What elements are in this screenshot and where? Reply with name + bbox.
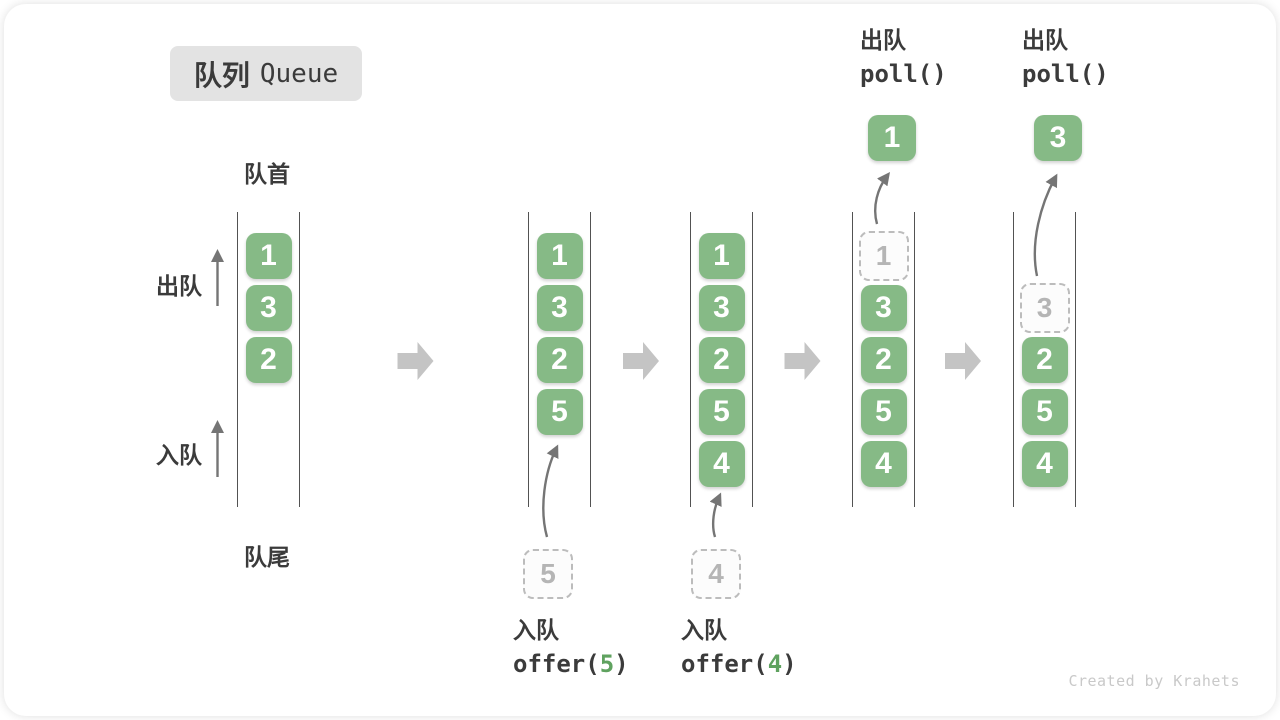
diagram-card [4,4,1276,716]
op-offer-5-label: 入队 [513,617,559,643]
queue-item: 4 [1021,441,1068,487]
op-offer-5-code: offer(5) [513,651,629,677]
watermark: Created by Krahets [1068,672,1240,690]
op-offer-4-label: 入队 [681,617,727,643]
label-queue-rear: 队尾 [244,544,290,570]
queue-item: 3 [698,285,745,331]
queue-item: 5 [860,389,907,435]
queue-item: 3 [245,285,292,331]
dequeued-item: 3 [1034,115,1082,161]
label-enqueue: 入队 [156,442,202,468]
queue-item: 5 [698,389,745,435]
op-poll-second-code: poll() [1022,60,1109,88]
queue-item: 3 [536,285,583,331]
queue-item: 4 [698,441,745,487]
queue-item: 1 [245,233,292,279]
dequeued-item: 1 [868,115,916,161]
queue-item: 3 [860,285,907,331]
queue-item-ghost: 3 [1019,283,1070,333]
diagram-title: 队列 Queue [170,46,362,101]
queue-item-ghost: 1 [858,231,909,281]
pending-item: 4 [691,549,741,599]
label-dequeue: 出队 [156,273,202,299]
title-en: Queue [259,58,339,89]
queue-item: 5 [1021,389,1068,435]
queue-item: 2 [860,337,907,383]
queue-item: 1 [536,233,583,279]
queue-channel-state-3-after-offer-4: 1 3 2 5 4 [690,212,753,507]
queue-item: 2 [245,337,292,383]
op-offer-4: 入队 offer(4) [681,618,797,677]
queue-channel-state-2-after-offer-5: 1 3 2 5 [528,212,591,507]
op-offer-5: 入队 offer(5) [513,618,629,677]
op-poll-first-code: poll() [860,60,947,88]
pending-item: 5 [523,549,573,599]
queue-channel-state-1-initial: 1 3 2 [237,212,300,507]
op-poll-first-label: 出队 [860,27,906,53]
offer-5-post: ) [614,650,629,678]
queue-item: 5 [536,389,583,435]
offer-5-pre: offer( [513,650,600,678]
offer-5-arg: 5 [599,650,615,678]
queue-item: 2 [698,337,745,383]
op-poll-second-label: 出队 [1022,27,1068,53]
queue-item: 4 [860,441,907,487]
queue-item: 2 [536,337,583,383]
op-offer-4-code: offer(4) [681,651,797,677]
offer-4-arg: 4 [767,650,783,678]
offer-4-pre: offer( [681,650,768,678]
title-zh: 队列 [193,59,250,91]
queue-item: 1 [698,233,745,279]
op-poll-first: 出队 poll() [860,28,947,87]
op-poll-second: 出队 poll() [1022,28,1109,87]
queue-item: 2 [1021,337,1068,383]
label-queue-front: 队首 [244,161,290,187]
offer-4-post: ) [782,650,797,678]
